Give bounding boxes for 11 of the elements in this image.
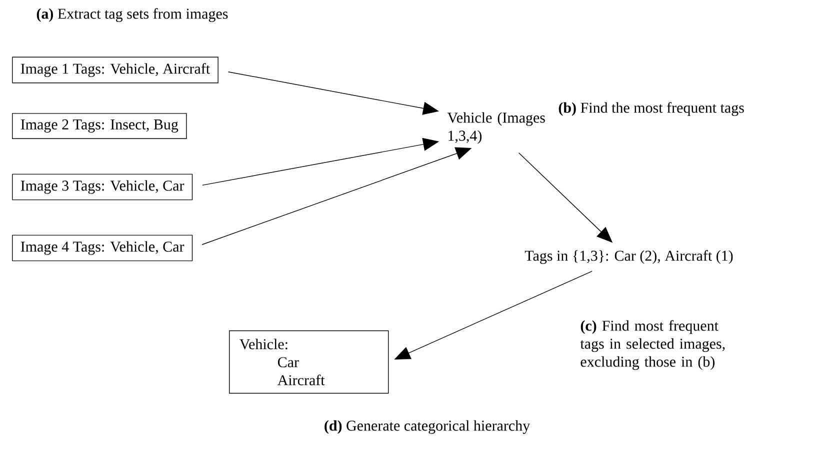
tag-box: Image 3 Tags: Vehicle, Car <box>12 174 193 200</box>
step-caption: (d) Generate categorical hierarchy <box>324 420 530 434</box>
tag-box: Image 4 Tags: Vehicle, Car <box>12 234 193 262</box>
node-text: Vehicle (Images 1,3,4) <box>447 112 545 144</box>
tag-box: Image 1 Tags: Vehicle, Aircraft <box>12 56 218 84</box>
hierarchy-box: Vehicle: Car Aircraft <box>229 330 389 394</box>
step-caption: (a) Extract tag sets from images <box>36 8 228 22</box>
tag-box: Image 2 Tags: Insect, Bug <box>12 113 187 139</box>
step-caption: (c) Find most frequent tags in selected images, excluding those in (b) <box>580 320 725 370</box>
step-caption: (b) Find the most frequent tags <box>558 102 744 116</box>
node-text: Tags in {1,3}: Car (2), Aircraft (1) <box>524 250 733 264</box>
